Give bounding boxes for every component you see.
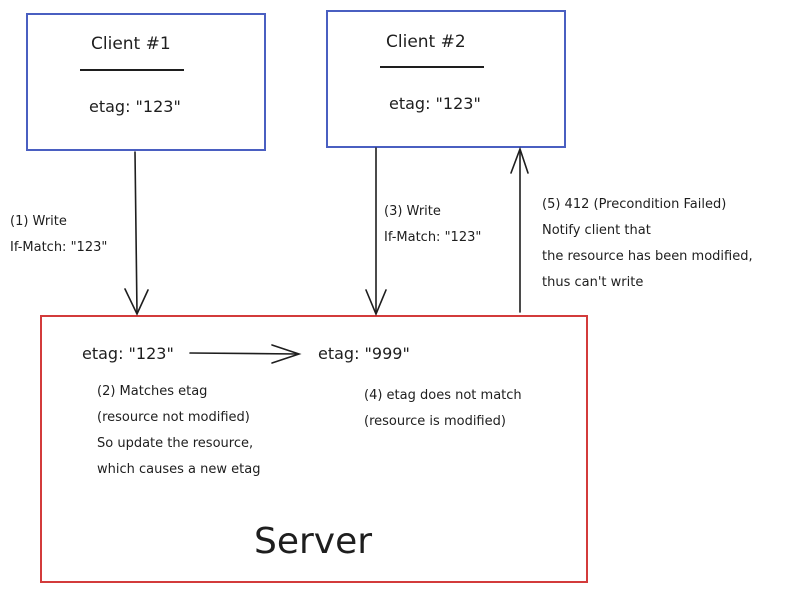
step-5-label: (5) 412 (Precondition Failed) Notify cli… xyxy=(542,192,753,296)
server-etag-new: etag: "999" xyxy=(318,344,410,363)
step-2-line-4: which causes a new etag xyxy=(97,462,261,477)
client-1-etag: etag: "123" xyxy=(89,97,181,116)
step-5-line-4: thus can't write xyxy=(542,275,644,290)
client-1-box xyxy=(26,13,266,151)
step-5-line-2: Notify client that xyxy=(542,223,651,238)
arrow-client1-to-server xyxy=(124,151,149,316)
server-label: Server xyxy=(254,521,373,562)
client-2-box xyxy=(326,10,566,148)
step-1-label: (1) Write If-Match: "123" xyxy=(10,209,107,261)
step-5-line-1: (5) 412 (Precondition Failed) xyxy=(542,197,727,212)
step-4-line-2: (resource is modified) xyxy=(364,414,506,429)
step-1-line-2: If-Match: "123" xyxy=(10,240,108,255)
server-box xyxy=(40,315,588,583)
step-4-line-1: (4) etag does not match xyxy=(364,388,522,403)
step-2-label: (2) Matches etag (resource not modified)… xyxy=(97,379,260,483)
step-4-label: (4) etag does not match (resource is mod… xyxy=(364,383,522,435)
step-3-line-1: (3) Write xyxy=(384,204,441,219)
step-2-line-3: So update the resource, xyxy=(97,436,254,451)
client-2-title-underline xyxy=(380,66,484,68)
step-5-line-3: the resource has been modified, xyxy=(542,249,753,264)
server-etag-old: etag: "123" xyxy=(82,344,174,363)
step-2-line-1: (2) Matches etag xyxy=(97,384,208,399)
arrow-client2-to-server xyxy=(365,147,387,317)
client-2-etag: etag: "123" xyxy=(389,94,481,113)
client-1-title-underline xyxy=(80,69,184,71)
client-2-title: Client #2 xyxy=(386,32,466,52)
step-2-line-2: (resource not modified) xyxy=(97,410,250,425)
arrow-etag-change xyxy=(189,344,302,364)
client-1-title: Client #1 xyxy=(91,34,171,54)
arrow-server-to-client2 xyxy=(510,146,529,313)
step-1-line-1: (1) Write xyxy=(10,214,67,229)
step-3-label: (3) Write If-Match: "123" xyxy=(384,199,481,251)
step-3-line-2: If-Match: "123" xyxy=(384,230,482,245)
